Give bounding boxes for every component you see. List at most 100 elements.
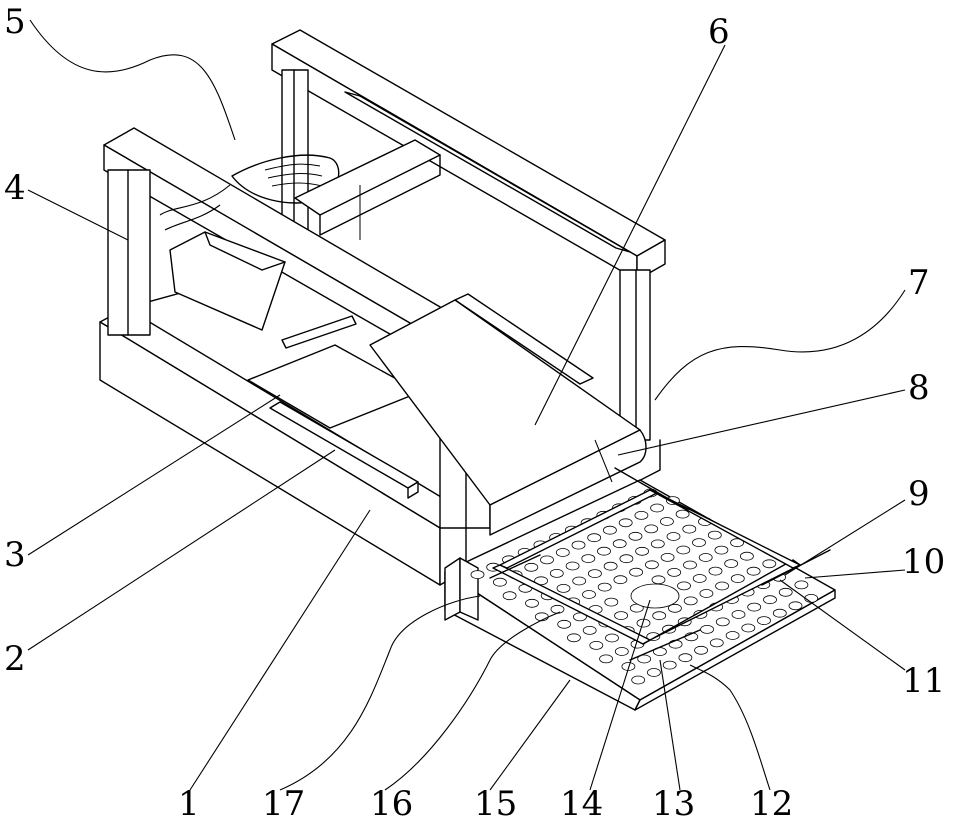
tray-hole	[493, 578, 506, 586]
tray-hole	[471, 571, 484, 579]
tray-hole	[598, 583, 611, 591]
tray-hole	[677, 546, 690, 554]
label-17: 17	[262, 784, 305, 824]
tray-hole	[805, 594, 818, 602]
tray-hole	[588, 570, 601, 578]
tray-hole	[629, 532, 642, 540]
label-14: 14	[560, 784, 603, 824]
center-opening	[631, 584, 679, 608]
tray-hole	[660, 518, 673, 526]
tray-hole	[716, 582, 729, 590]
label-4: 4	[4, 168, 26, 208]
tray-hole	[613, 540, 626, 548]
label-2: 2	[4, 639, 26, 679]
tray-hole	[652, 576, 665, 584]
label-10: 10	[902, 542, 945, 582]
tray-hole	[726, 632, 739, 640]
tray-hole	[695, 646, 708, 654]
tray-hole	[572, 541, 585, 549]
tray-hole	[715, 546, 728, 554]
tray-hole	[669, 640, 682, 648]
tray-hole	[583, 626, 596, 634]
tray-hole	[693, 539, 706, 547]
label-16: 16	[370, 784, 413, 824]
tray-hole	[667, 533, 680, 541]
tray-hole	[636, 547, 649, 555]
tray-hole	[663, 661, 676, 669]
label-5: 5	[4, 2, 26, 42]
tray-hole	[604, 562, 617, 570]
tray-hole	[684, 597, 697, 605]
tray-hole	[645, 525, 658, 533]
tray-hole	[635, 511, 648, 519]
tray-hole	[731, 575, 744, 583]
tray-hole	[684, 561, 697, 569]
tray-hole	[742, 624, 755, 632]
tray-hole	[725, 560, 738, 568]
label-3: 3	[4, 535, 26, 575]
tray-hole	[582, 555, 595, 563]
tray-hole	[779, 588, 792, 596]
label-8: 8	[908, 368, 930, 408]
tray-hole	[615, 612, 628, 620]
tray-hole	[701, 625, 714, 633]
tray-hole	[676, 510, 689, 518]
tray-hole	[525, 563, 538, 571]
label-7: 7	[908, 263, 930, 303]
tray-hole	[558, 620, 571, 628]
tray-hole	[526, 599, 539, 607]
tray-hole	[708, 531, 721, 539]
tray-hole	[603, 526, 616, 534]
tray-hole	[630, 568, 643, 576]
tray-hole	[541, 556, 554, 564]
tray-hole	[583, 591, 596, 599]
tray-hole	[605, 598, 618, 606]
tray-hole	[566, 562, 579, 570]
tray-hole	[710, 639, 723, 647]
tray-hole	[551, 605, 564, 613]
tray-hole	[588, 534, 601, 542]
tray-hole	[683, 525, 696, 533]
label-6: 6	[708, 12, 730, 52]
tray-hole	[661, 553, 674, 561]
tray-hole	[716, 618, 729, 626]
tray-hole	[573, 577, 586, 585]
tray-hole	[503, 592, 516, 600]
tray-hole	[632, 676, 645, 684]
tray-hole	[764, 596, 777, 604]
label-15: 15	[474, 784, 517, 824]
tray-hole	[556, 549, 569, 557]
tray-hole	[773, 609, 786, 617]
tray-hole	[606, 634, 619, 642]
tray-hole	[732, 611, 745, 619]
tray-hole	[645, 561, 658, 569]
tray-hole	[619, 519, 632, 527]
tray-hole	[615, 648, 628, 656]
tray-hole	[795, 581, 808, 589]
label-9: 9	[908, 474, 930, 514]
tray-hole	[647, 669, 660, 677]
tray-hole	[747, 567, 760, 575]
tray-hole	[598, 547, 611, 555]
tray-hole	[600, 655, 613, 663]
tray-hole	[614, 576, 627, 584]
tray-hole	[699, 554, 712, 562]
tray-hole	[620, 555, 633, 563]
tray-hole	[789, 602, 802, 610]
tray-hole	[678, 582, 691, 590]
label-1: 1	[178, 784, 200, 824]
tray-hole	[590, 641, 603, 649]
tray-hole	[653, 612, 666, 620]
tray-hole	[700, 590, 713, 598]
label-13: 13	[652, 784, 695, 824]
tray-hole	[740, 552, 753, 560]
label-12: 12	[750, 784, 793, 824]
tray-hole	[763, 560, 776, 568]
tray-hole	[693, 575, 706, 583]
tray-hole	[668, 568, 681, 576]
tray-hole	[758, 617, 771, 625]
tray-hole	[679, 654, 692, 662]
label-11: 11	[902, 661, 945, 701]
tray-hole	[651, 504, 664, 512]
tray-hole	[709, 567, 722, 575]
